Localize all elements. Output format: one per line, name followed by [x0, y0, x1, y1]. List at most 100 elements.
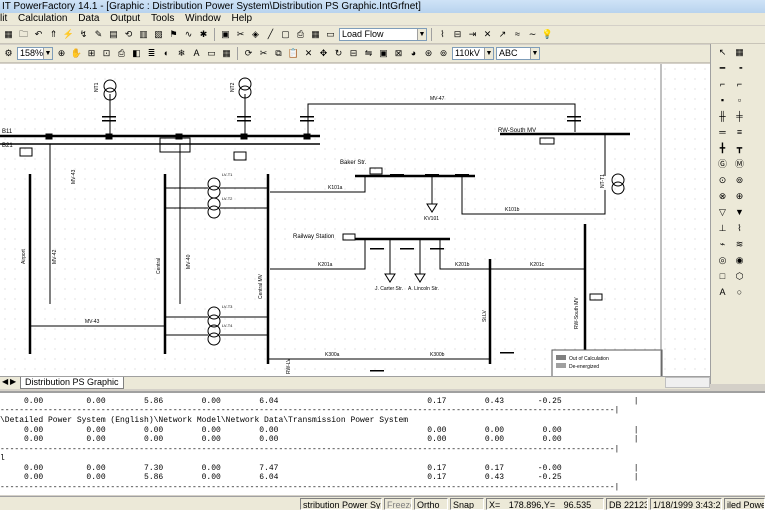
cut-icon[interactable]: ✂: [259, 48, 268, 58]
calc-mode-select[interactable]: Load Flow ▼: [339, 28, 427, 41]
switch-box[interactable]: [342, 233, 356, 241]
node-tool-icon[interactable]: ┳: [736, 143, 743, 153]
group-icon[interactable]: ▣: [379, 48, 388, 58]
harmonics-icon[interactable]: ∿: [184, 29, 193, 39]
color-palette-icon[interactable]: ◕: [410, 48, 417, 58]
menu-calculation[interactable]: Calculation: [18, 13, 68, 24]
delete-icon[interactable]: ✕: [304, 48, 313, 58]
chevron-down-icon[interactable]: ▼: [484, 48, 493, 59]
transformer-ntp1-icon[interactable]: [103, 87, 117, 101]
circle-tool-icon[interactable]: ○: [736, 287, 743, 297]
load-kv101-icon[interactable]: [426, 203, 438, 213]
transformer-lv-t2-icon[interactable]: [207, 197, 221, 211]
open-icon[interactable]: 🗀: [18, 29, 28, 39]
polygon-tool-icon[interactable]: ⬡: [735, 271, 744, 281]
color-icon[interactable]: ◐: [163, 48, 170, 58]
transformer-lv-t1-icon[interactable]: [207, 177, 221, 191]
breaker-tool-icon[interactable]: ▪: [720, 95, 725, 105]
grid-icon[interactable]: ▦: [735, 47, 744, 57]
document-icon[interactable]: ▢: [281, 29, 290, 39]
load-tool-icon[interactable]: ▽: [719, 207, 726, 217]
undo-icon[interactable]: ↶: [34, 29, 43, 39]
export-icon[interactable]: ⇥: [468, 29, 477, 39]
layers-icon[interactable]: ≣: [147, 48, 156, 58]
busbar-tool-icon[interactable]: ≡: [736, 127, 743, 137]
tab-scroll-right-icon[interactable]: ▶: [10, 377, 17, 386]
transformer-lv-t3-icon[interactable]: [207, 306, 221, 320]
status-freeze[interactable]: Freeze: [384, 498, 412, 510]
window-icon[interactable]: ▭: [326, 29, 335, 39]
switch-box[interactable]: [589, 293, 603, 301]
data-manager-icon[interactable]: ▦: [4, 29, 13, 39]
terminal-tool-icon[interactable]: ╺: [736, 63, 743, 73]
view-icon[interactable]: ◧: [132, 48, 141, 58]
load-a-lincoln-icon[interactable]: [414, 273, 426, 283]
arrow-up-icon[interactable]: ⇑: [49, 29, 58, 39]
mirror-icon[interactable]: ⇋: [364, 48, 373, 58]
source-tool-icon[interactable]: ⊙: [718, 175, 727, 185]
breaker-icon[interactable]: [303, 133, 311, 140]
status-ortho[interactable]: Ortho: [414, 498, 448, 510]
print-icon[interactable]: ⎙: [117, 48, 126, 58]
phase-select[interactable]: ABC ▼: [496, 47, 540, 60]
switch-box[interactable]: [369, 167, 383, 175]
horizontal-scrollbar[interactable]: [665, 377, 710, 388]
motor-tool-icon[interactable]: Ⓜ: [734, 159, 744, 169]
switch-tool-icon[interactable]: ⌐: [719, 79, 726, 89]
breaker-icon[interactable]: [105, 133, 113, 140]
tab-scroll-left-icon[interactable]: ◀: [2, 377, 9, 386]
status-snap[interactable]: Snap: [450, 498, 484, 510]
menu-output[interactable]: Output: [110, 13, 141, 24]
zoom-all-icon[interactable]: ⊞: [87, 48, 96, 58]
diagram-icon[interactable]: ⊠: [394, 48, 403, 58]
edit-icon[interactable]: ✎: [94, 29, 103, 39]
table-icon[interactable]: ▥: [139, 29, 148, 39]
transformer-ntp2-icon[interactable]: [238, 77, 252, 91]
ruler-icon[interactable]: ⊟: [453, 29, 462, 39]
reactor-tool-icon[interactable]: ⌇: [737, 223, 742, 233]
breaker-icon[interactable]: [175, 133, 183, 140]
source-tool-icon[interactable]: ⊚: [735, 175, 744, 185]
cut-icon[interactable]: ✂: [236, 29, 245, 39]
short-circuit-icon[interactable]: ↯: [79, 29, 88, 39]
star-icon[interactable]: ✱: [199, 29, 208, 39]
transformer-nt-t1-icon[interactable]: [611, 173, 625, 187]
chevron-down-icon[interactable]: ▼: [530, 48, 539, 59]
rectangle-tool-icon[interactable]: □: [719, 271, 726, 281]
line-k101b[interactable]: [461, 176, 606, 215]
wave-icon[interactable]: ≈: [515, 29, 520, 39]
breaker-icon[interactable]: [240, 133, 248, 140]
capacitor-tool-icon[interactable]: ⊥: [718, 223, 727, 233]
paste-icon[interactable]: 📋: [287, 48, 300, 58]
transformer-lv-t2-icon[interactable]: [207, 205, 221, 219]
tab-distribution-ps-graphic[interactable]: Distribution PS Graphic: [20, 377, 124, 389]
move-icon[interactable]: ✥: [319, 48, 328, 58]
transformer-nt-t1-icon[interactable]: [611, 181, 625, 195]
line-k201a[interactable]: [270, 239, 366, 270]
transformer-ntp1-icon[interactable]: [103, 79, 117, 93]
chevron-down-icon[interactable]: ▼: [43, 48, 52, 59]
stop-icon[interactable]: ✕: [483, 29, 492, 39]
zoom-in-icon[interactable]: ⊕: [57, 48, 66, 58]
menu-help[interactable]: Help: [231, 13, 253, 24]
load-tool-icon[interactable]: ▼: [735, 207, 744, 217]
filter-tool-icon[interactable]: ≋: [735, 239, 744, 249]
flag-icon[interactable]: ⚑: [169, 29, 178, 39]
help-icon[interactable]: 💡: [541, 29, 554, 39]
zoom-page-icon[interactable]: ⊡: [102, 48, 111, 58]
meter-tool-icon[interactable]: ◉: [735, 255, 744, 265]
pointer-icon[interactable]: ↖: [718, 47, 727, 57]
menu-data[interactable]: Data: [78, 13, 100, 24]
busbar-tool-icon[interactable]: ━: [719, 63, 726, 73]
text-tool-icon[interactable]: A: [719, 287, 726, 297]
node-icon[interactable]: ⊛: [424, 48, 433, 58]
grid-icon[interactable]: ▦: [311, 29, 320, 39]
switch-box[interactable]: [233, 151, 247, 161]
marker-icon[interactable]: ⊚: [439, 48, 448, 58]
menu-tools[interactable]: Tools: [151, 13, 175, 24]
line-icon[interactable]: ╱: [267, 29, 274, 39]
rotate-icon[interactable]: ↻: [334, 48, 343, 58]
line-tool-icon[interactable]: ╫: [719, 111, 726, 121]
busbar-tool-icon[interactable]: ═: [719, 127, 726, 137]
hand-icon[interactable]: ✋: [70, 48, 83, 58]
